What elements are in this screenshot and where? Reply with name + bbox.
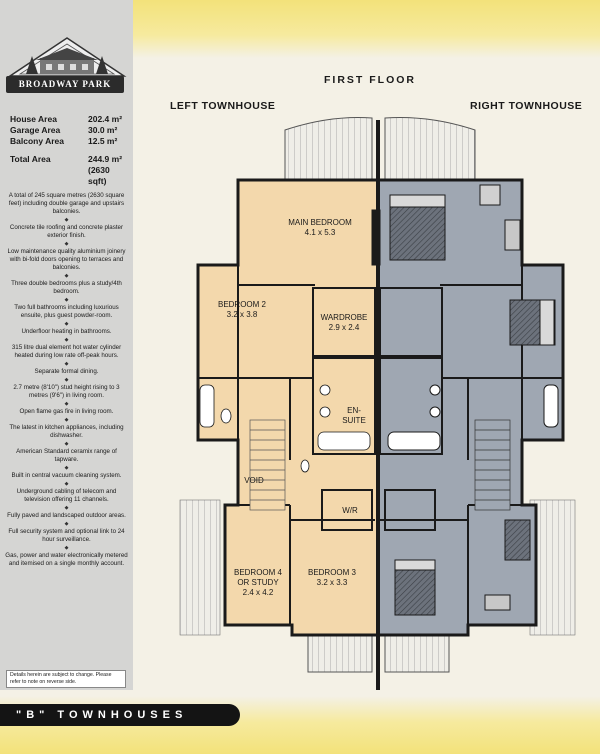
diamond-divider-icon: ◆: [64, 337, 69, 343]
sidebar: BROADWAY PARK House Area 202.4 m² Garage…: [0, 0, 133, 690]
feature-item: Separate formal dining.: [34, 368, 99, 375]
room-size: 3.2 x 3.8: [226, 310, 258, 319]
disclaimer-notice: Details herein are subject to change. Pl…: [6, 670, 126, 688]
diamond-divider-icon: ◆: [64, 465, 69, 471]
feature-item: Underground cabling of telecom and telev…: [16, 488, 117, 503]
floor-title: FIRST FLOOR: [324, 74, 416, 86]
room-void: VOID: [238, 476, 270, 486]
left-fixtures: [199, 384, 371, 473]
room-size: 4.1 x 5.3: [304, 228, 336, 237]
diamond-divider-icon: ◆: [64, 377, 69, 383]
feature-item: Open flame gas fire in living room.: [19, 408, 114, 415]
area-value: 202.4 m²: [88, 114, 123, 124]
room-size: 2.9 x 2.4: [328, 323, 360, 332]
feature-item: 2.7 metre (8'10") stud height rising to …: [13, 384, 120, 399]
balcony-bottom-right: [384, 629, 450, 673]
room-bedroom-2: BEDROOM 2 3.2 x 3.8: [212, 300, 272, 320]
room-size: 2.4 x 4.2: [242, 588, 274, 597]
diamond-divider-icon: ◆: [64, 505, 69, 511]
right-walls: [379, 265, 563, 625]
feature-item: Concrete tile roofing and concrete plast…: [9, 224, 124, 239]
footer-title-bar: "B" TOWNHOUSES: [0, 704, 240, 726]
room-name: OR STUDY: [237, 578, 279, 587]
diamond-divider-icon: ◆: [64, 321, 69, 327]
room-ensuite: EN- SUITE: [334, 406, 374, 426]
area-row-total: Total Area 244.9 m²: [10, 154, 128, 165]
room-name: BEDROOM 2: [217, 300, 266, 309]
total-label: Total Area: [10, 154, 51, 164]
diamond-divider-icon: ◆: [64, 441, 69, 447]
area-row-balcony: Balcony Area 12.5 m²: [10, 136, 128, 147]
area-label: Garage Area: [10, 125, 61, 135]
area-value: 12.5 m²: [88, 136, 118, 146]
right-stairs: [474, 419, 511, 511]
area-label: House Area: [10, 114, 57, 124]
diamond-divider-icon: ◆: [64, 241, 69, 247]
feature-item: Built in central vacuum cleaning system.: [11, 472, 122, 479]
diamond-divider-icon: ◆: [64, 361, 69, 367]
diamond-divider-icon: ◆: [64, 273, 69, 279]
feature-item: A total of 245 square metres (2630 squar…: [8, 192, 125, 215]
room-name: BEDROOM 4: [233, 568, 282, 577]
diamond-divider-icon: ◆: [64, 417, 69, 423]
feature-item: Gas, power and water electronically mete…: [5, 552, 128, 567]
broadway-park-logo-icon: [7, 37, 127, 77]
diamond-divider-icon: ◆: [64, 297, 69, 303]
left-walls: [198, 265, 376, 625]
room-bedroom-3: BEDROOM 3 3.2 x 3.3: [302, 568, 362, 588]
diamond-divider-icon: ◆: [64, 401, 69, 407]
feature-item: Underfloor heating in bathrooms.: [21, 328, 112, 335]
feature-item: Full security system and optional link t…: [8, 528, 125, 543]
room-name: MAIN BEDROOM: [288, 218, 352, 227]
right-furniture: [387, 184, 559, 616]
left-townhouse-title: LEFT TOWNHOUSE: [170, 100, 276, 112]
feature-item: Three double bedrooms plus a study/4th b…: [11, 280, 122, 295]
features-list: A total of 245 square metres (2630 squar…: [4, 192, 129, 569]
feature-item: Fully paved and landscaped outdoor areas…: [7, 512, 126, 519]
deck-left: [179, 499, 221, 636]
feature-item: 315 litre dual element hot water cylinde…: [11, 344, 122, 359]
area-label: Balcony Area: [10, 136, 65, 146]
diamond-divider-icon: ◆: [64, 521, 69, 527]
balcony-top-left: [284, 117, 373, 181]
total-sqft: (2630 sqft): [88, 165, 110, 186]
room-main-bedroom: MAIN BEDROOM 4.1 x 5.3: [280, 218, 360, 238]
diamond-divider-icon: ◆: [64, 545, 69, 551]
right-townhouse-title: RIGHT TOWNHOUSE: [470, 100, 583, 112]
room-bedroom-4: BEDROOM 4 OR STUDY 2.4 x 4.2: [228, 568, 288, 598]
diamond-divider-icon: ◆: [64, 481, 69, 487]
window-strips: [371, 209, 381, 266]
diamond-divider-icon: ◆: [64, 217, 69, 223]
brand-banner: BROADWAY PARK: [6, 76, 124, 93]
feature-item: Two full bathrooms including luxurious e…: [14, 304, 119, 319]
room-name: EN-: [347, 406, 361, 415]
left-stairs: [249, 419, 286, 511]
room-wr: W/R: [335, 506, 365, 516]
room-name: W/R: [342, 506, 358, 515]
area-table: House Area 202.4 m² Garage Area 30.0 m² …: [10, 114, 128, 187]
total-value: 244.9 m²: [88, 154, 123, 164]
room-name: SUITE: [342, 416, 366, 425]
room-name: WARDROBE: [320, 313, 368, 322]
room-name: VOID: [244, 476, 264, 485]
balcony-bottom-left: [307, 629, 373, 673]
room-name: BEDROOM 3: [307, 568, 356, 577]
feature-item: American Standard ceramix range of tapwa…: [16, 448, 117, 463]
feature-item: Low maintenance quality aluminium joiner…: [7, 248, 126, 271]
feature-item: The latest in kitchen appliances, includ…: [9, 424, 124, 439]
area-value: 30.0 m²: [88, 125, 118, 135]
room-wardrobe: WARDROBE 2.9 x 2.4: [314, 313, 374, 333]
area-row-garage: Garage Area 30.0 m²: [10, 125, 128, 136]
balcony-top-right: [384, 117, 476, 181]
room-size: 3.2 x 3.3: [316, 578, 348, 587]
area-row-house: House Area 202.4 m²: [10, 114, 128, 125]
